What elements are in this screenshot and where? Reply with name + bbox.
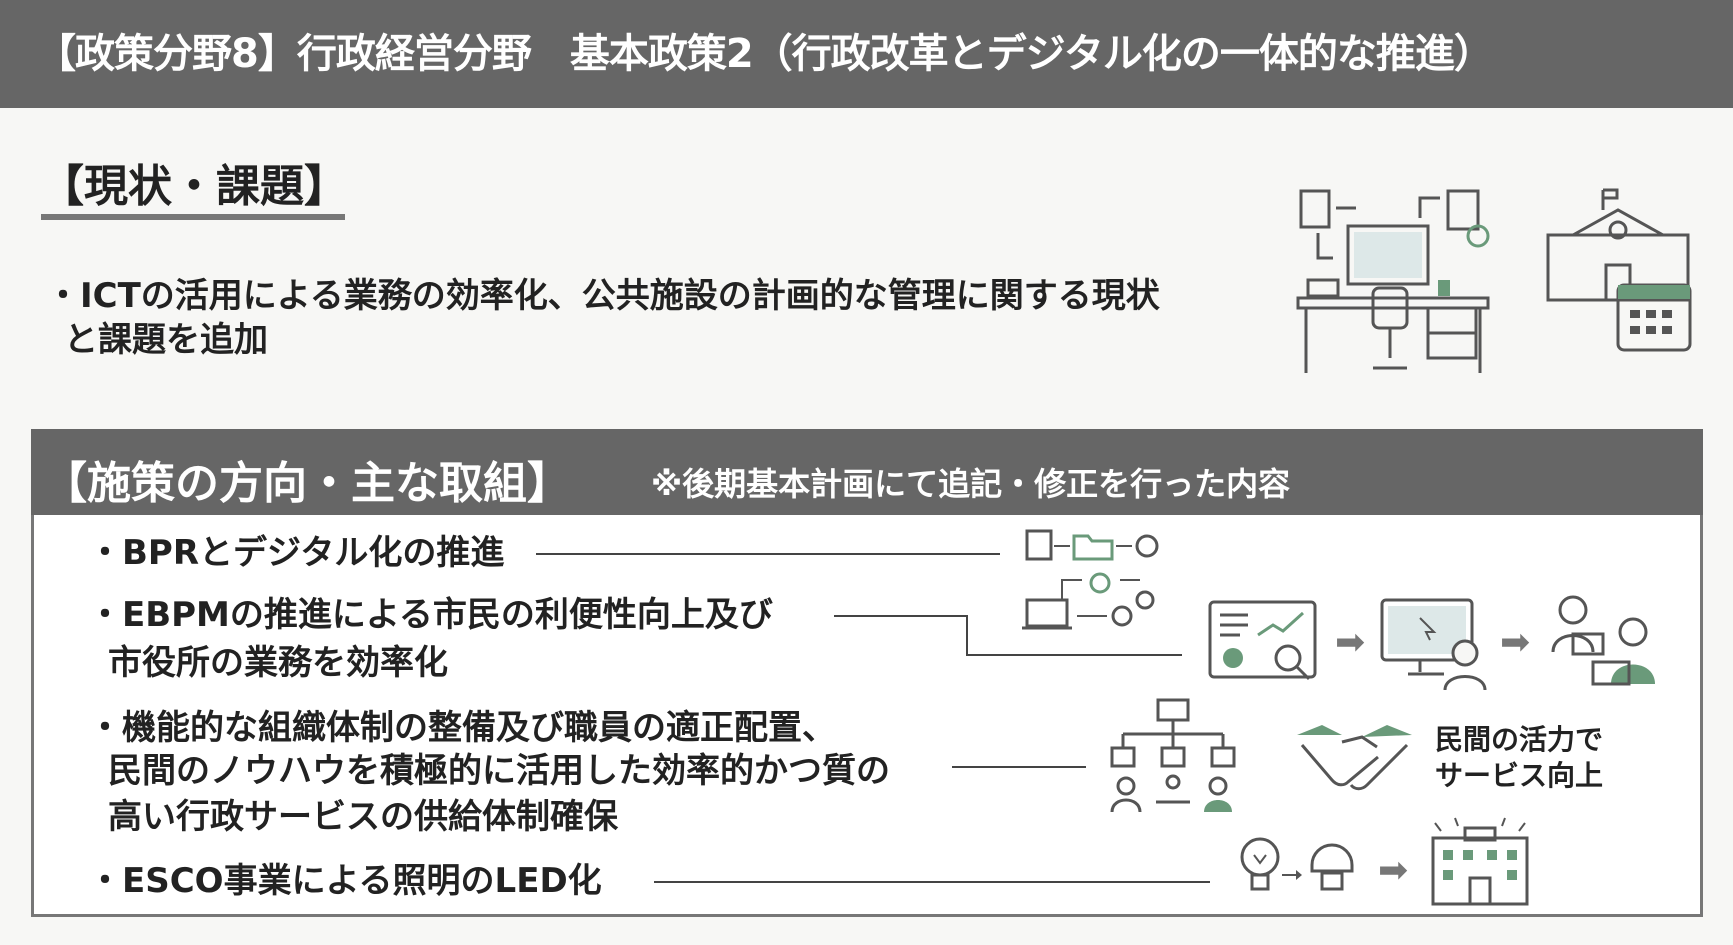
connector-line — [834, 615, 968, 617]
section-current-title: 【現状・課題】 — [40, 161, 348, 212]
connector-line — [952, 766, 1086, 768]
private-vitality-label: 民間の活力で サービス向上 — [1435, 722, 1603, 794]
org-chart-icon — [1110, 698, 1236, 813]
measure-item-bpr: ・BPRとデジタル化の推進 — [88, 533, 505, 573]
city-hall-calendar-icon — [1546, 188, 1692, 352]
arrow-right-icon: ➡ — [1500, 622, 1531, 663]
measures-header: 【施策の方向・主な取組】 ※後期基本計画にて追記・修正を行った内容 — [31, 429, 1703, 515]
data-analysis-icon — [1208, 600, 1317, 681]
handshake-icon — [1297, 725, 1412, 791]
measure-item-ebpm-line2: 市役所の業務を効率化 — [108, 643, 448, 683]
led-building-icon — [1431, 817, 1529, 906]
arrow-right-icon: ➡ — [1378, 850, 1409, 891]
private-label-line1: 民間の活力で — [1435, 723, 1604, 756]
citizens-online-icon — [1551, 595, 1655, 686]
connector-line — [654, 881, 1210, 883]
measures-title: 【施策の方向・主な取組】 — [43, 458, 571, 509]
computer-user-icon — [1380, 598, 1487, 691]
measure-item-org-line2: 民間のノウハウを積極的に活用した効率的かつ質の — [108, 751, 890, 791]
current-text-line1: ・ICTの活用による業務の効率化、公共施設の計画的な管理に関する現状 — [46, 276, 1160, 316]
title-underline — [41, 214, 345, 220]
connector-line — [536, 553, 1000, 555]
private-label-line2: サービス向上 — [1435, 759, 1604, 792]
current-text-line2: と課題を追加 — [64, 320, 268, 360]
led-conversion-icon — [1240, 837, 1354, 891]
measures-note: ※後期基本計画にて追記・修正を行った内容 — [651, 465, 1291, 503]
office-desk-icon — [1296, 189, 1490, 373]
measure-item-org-line1: ・機能的な組織体制の整備及び職員の適正配置、 — [88, 708, 836, 748]
measure-item-ebpm-line1: ・EBPMの推進による市民の利便性向上及び — [88, 595, 773, 635]
measure-item-esco: ・ESCO事業による照明のLED化 — [88, 861, 602, 901]
connector-line — [966, 615, 968, 655]
page-title: 【政策分野8】行政経営分野 基本政策2（行政改革とデジタル化の一体的な推進） — [0, 0, 1733, 108]
measure-item-org-line3: 高い行政サービスの供給体制確保 — [108, 797, 618, 837]
connector-line — [966, 654, 1182, 656]
bpr-workflow-icon — [1022, 529, 1159, 630]
arrow-right-icon: ➡ — [1335, 622, 1366, 663]
